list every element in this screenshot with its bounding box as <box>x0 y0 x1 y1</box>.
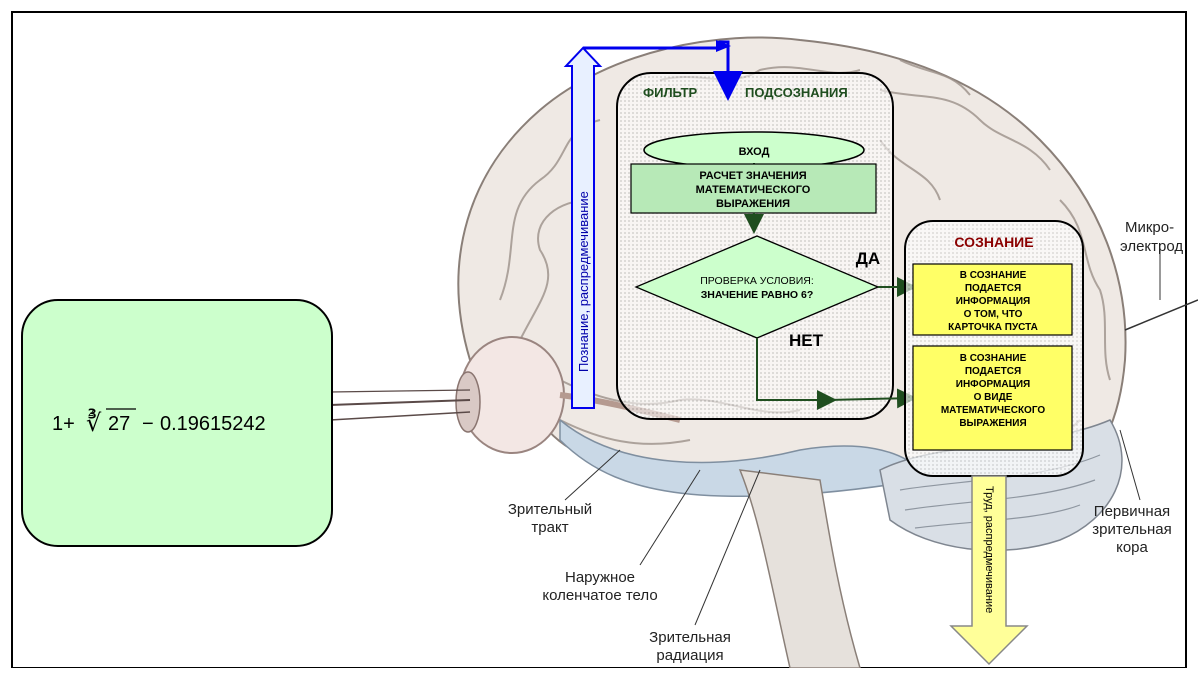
box2-line-5: МАТЕМАТИЧЕСКОГО <box>941 405 1046 416</box>
box2-line-6: ВЫРАЖЕНИЯ <box>959 418 1026 429</box>
no-label: НЕТ <box>789 331 824 350</box>
box2-line-3: ИНФОРМАЦИЯ <box>956 379 1031 390</box>
label-visual-tract-2: тракт <box>531 519 568 536</box>
filter-title-right: ПОДСОЗНАНИЯ <box>745 85 848 100</box>
box1-line-5: КАРТОЧКА ПУСТА <box>948 322 1038 333</box>
box1-line-2: ПОДАЕТСЯ <box>965 283 1021 294</box>
label-visual-radiation-1: Зрительная <box>649 629 731 646</box>
label-lgn-1: Наружное <box>565 569 635 586</box>
label-lgn-2: коленчатое тело <box>542 587 657 604</box>
expression-minus: − <box>142 413 154 435</box>
expression-radicand: 27 <box>108 413 130 435</box>
filter-title-left: ФИЛЬТР <box>643 85 698 100</box>
expression-tail: 0.19615242 <box>160 413 266 435</box>
label-primary-cortex-1: Первичная <box>1094 503 1170 520</box>
calc-line-3: ВЫРАЖЕНИЯ <box>716 198 790 210</box>
expression-radical: ∛ <box>86 408 102 437</box>
label-visual-tract-1: Зрительный <box>508 501 592 518</box>
label-microelectrode-2: электрод <box>1120 238 1183 255</box>
calc-line-1: РАСЧЕТ ЗНАЧЕНИЯ <box>699 170 806 182</box>
box1-line-4: О ТОМ, ЧТО <box>964 309 1023 320</box>
box2-line-4: О ВИДЕ <box>974 392 1013 403</box>
check-line-2: ЗНАЧЕНИЕ РАВНО 6? <box>701 289 814 301</box>
expression-prefix: 1+ <box>52 413 75 435</box>
check-line-1: ПРОВЕРКА УСЛОВИЯ: <box>700 275 814 287</box>
box2-line-2: ПОДАЕТСЯ <box>965 366 1021 377</box>
cognition-label: Познание, распредмечивание <box>576 191 591 372</box>
label-primary-cortex-2: зрительная <box>1092 521 1171 538</box>
label-visual-radiation-2: радиация <box>656 647 723 664</box>
consciousness-title: СОЗНАНИЕ <box>954 234 1033 250</box>
labor-label: Труд, распредмечивание <box>983 486 995 613</box>
input-node-label: ВХОД <box>739 146 770 158</box>
calc-line-2: МАТЕМАТИЧЕСКОГО <box>696 184 811 196</box>
box2-line-1: В СОЗНАНИЕ <box>960 353 1027 364</box>
label-primary-cortex-3: кора <box>1116 539 1148 556</box>
box1-line-1: В СОЗНАНИЕ <box>960 270 1027 281</box>
label-microelectrode-1: Микро- <box>1125 219 1174 236</box>
box1-line-3: ИНФОРМАЦИЯ <box>956 296 1031 307</box>
yes-label: ДА <box>856 249 880 268</box>
